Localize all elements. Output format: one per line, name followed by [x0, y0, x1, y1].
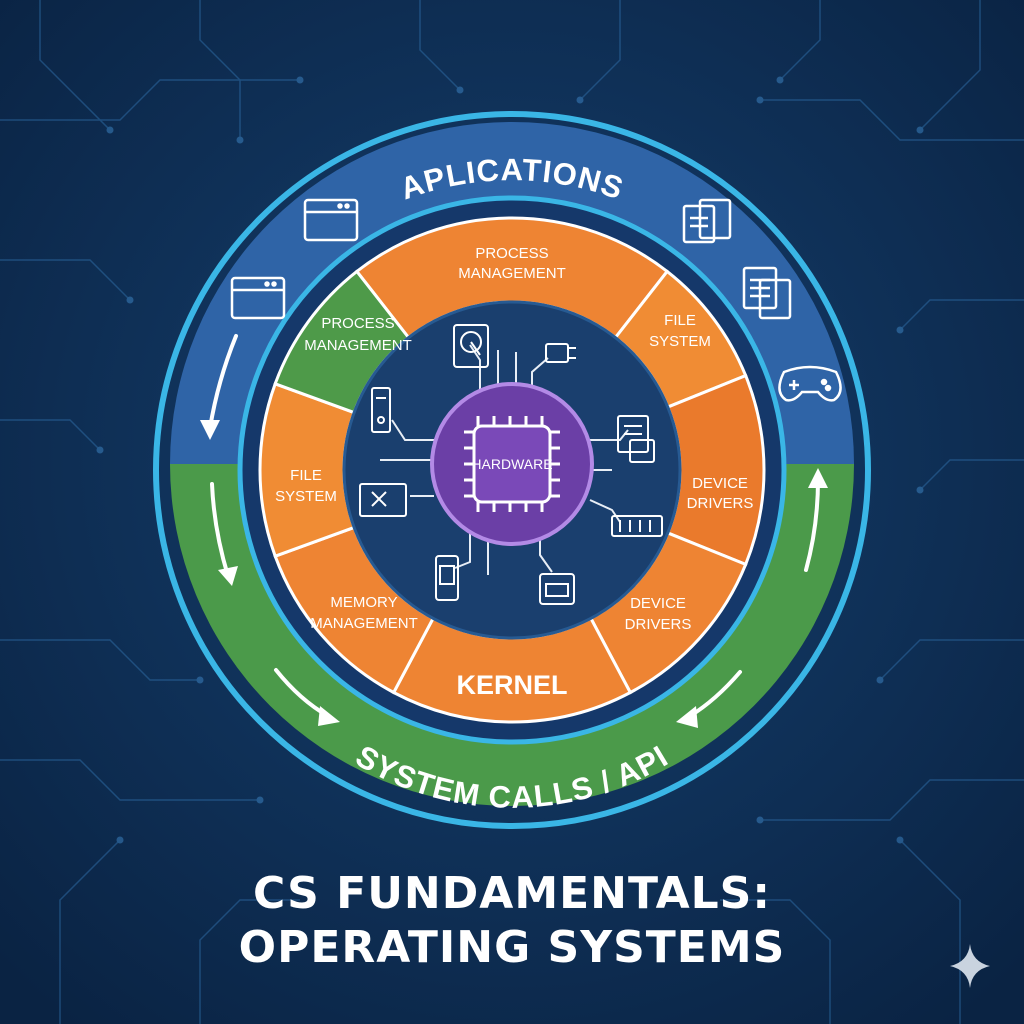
circuit-trace: [0, 79, 300, 121]
segment-lower-right-line1: DEVICE: [630, 595, 686, 612]
circuit-trace: [919, 0, 981, 131]
circuit-trace: [0, 419, 101, 451]
circuit-node: [296, 76, 304, 84]
circuit-node: [576, 96, 584, 104]
arrow-up-icon: [804, 478, 820, 572]
segment-left-line2: SYSTEM: [275, 488, 337, 505]
circuit-node: [106, 126, 114, 134]
arrow-down-icon-2: [210, 482, 230, 578]
kernel-segment-right: [665, 373, 766, 567]
segment-upper-right-line2: SYSTEM: [649, 333, 711, 350]
segment-top-line2: MANAGEMENT: [458, 265, 566, 282]
circuit-node: [896, 326, 904, 334]
circuit-trace: [0, 759, 260, 801]
tower-pc-icon: [371, 387, 391, 433]
circuit-node: [876, 676, 884, 684]
segment-top-line1: PROCESS: [475, 245, 548, 262]
segment-upper-left-line1: PROCESS: [321, 315, 394, 332]
sparkle-icon: [950, 944, 990, 988]
gamepad-icon: [778, 365, 842, 402]
circuit-trace: [720, 899, 831, 1024]
circuit-trace: [760, 99, 1024, 141]
title-line-1: CS FUNDAMENTALS:: [253, 868, 771, 919]
segment-lower-left-line1: MEMORY: [330, 594, 397, 611]
circuit-node: [126, 296, 134, 304]
circuit-node: [756, 816, 764, 824]
circuit-trace: [199, 0, 241, 140]
circuit-trace: [199, 899, 300, 1024]
phone-icon: [435, 555, 459, 601]
flow-arrows: [200, 334, 828, 728]
kernel-segment-labels: PROCESS MANAGEMENT FILE SYSTEM DEVICE DR…: [275, 245, 753, 633]
title-line-2: OPERATING SYSTEMS: [239, 922, 786, 973]
hardware-label: HARDWARE: [471, 456, 552, 472]
arrow-down-icon: [208, 334, 238, 430]
circuit-trace: [899, 299, 1024, 331]
circuit-node: [116, 836, 124, 844]
cpu-chip-icon: [430, 382, 594, 546]
circuit-trace: [59, 839, 121, 1024]
kernel-label: KERNEL: [456, 670, 567, 700]
ram-module-icon: [611, 515, 663, 537]
browser-window-icon: [303, 198, 359, 242]
connector-plug-icon: [545, 343, 576, 363]
documents-icon-2: [742, 266, 792, 320]
circuit-node: [916, 486, 924, 494]
circuit-trace: [419, 0, 461, 91]
segment-right-line1: DEVICE: [692, 475, 748, 492]
circuit-trace: [879, 639, 1024, 681]
circuit-node: [236, 136, 244, 144]
circuit-trace: [899, 839, 961, 1024]
hard-drive-icon: [453, 324, 489, 368]
circuit-node: [896, 836, 904, 844]
card-reader-icon: [539, 573, 575, 605]
segment-upper-left-line2: MANAGEMENT: [304, 337, 412, 354]
circuit-trace: [760, 779, 1024, 821]
circuit-node: [776, 76, 784, 84]
circuit-trace: [0, 639, 200, 681]
circuit-node: [256, 796, 264, 804]
segment-upper-right-line1: FILE: [664, 312, 696, 329]
circuit-node: [756, 96, 764, 104]
circuit-node: [916, 126, 924, 134]
circuit-node: [456, 86, 464, 94]
document-icon: [617, 415, 655, 463]
segment-lower-left-line2: MANAGEMENT: [310, 615, 418, 632]
segment-right-line2: DRIVERS: [687, 495, 754, 512]
documents-icon: [682, 198, 732, 244]
circuit-trace: [779, 0, 821, 81]
circuit-trace: [919, 459, 1024, 491]
segment-left-line1: FILE: [290, 467, 322, 484]
circuit-trace: [0, 259, 131, 301]
circuit-trace: [579, 0, 621, 101]
monitor-icon: [359, 483, 407, 517]
outer-cyan-ring: [153, 111, 871, 829]
segment-lower-right-line2: DRIVERS: [625, 616, 692, 633]
circuit-node: [96, 446, 104, 454]
browser-window-icon-2: [230, 276, 286, 320]
circuit-trace: [39, 0, 111, 131]
circuit-node: [196, 676, 204, 684]
